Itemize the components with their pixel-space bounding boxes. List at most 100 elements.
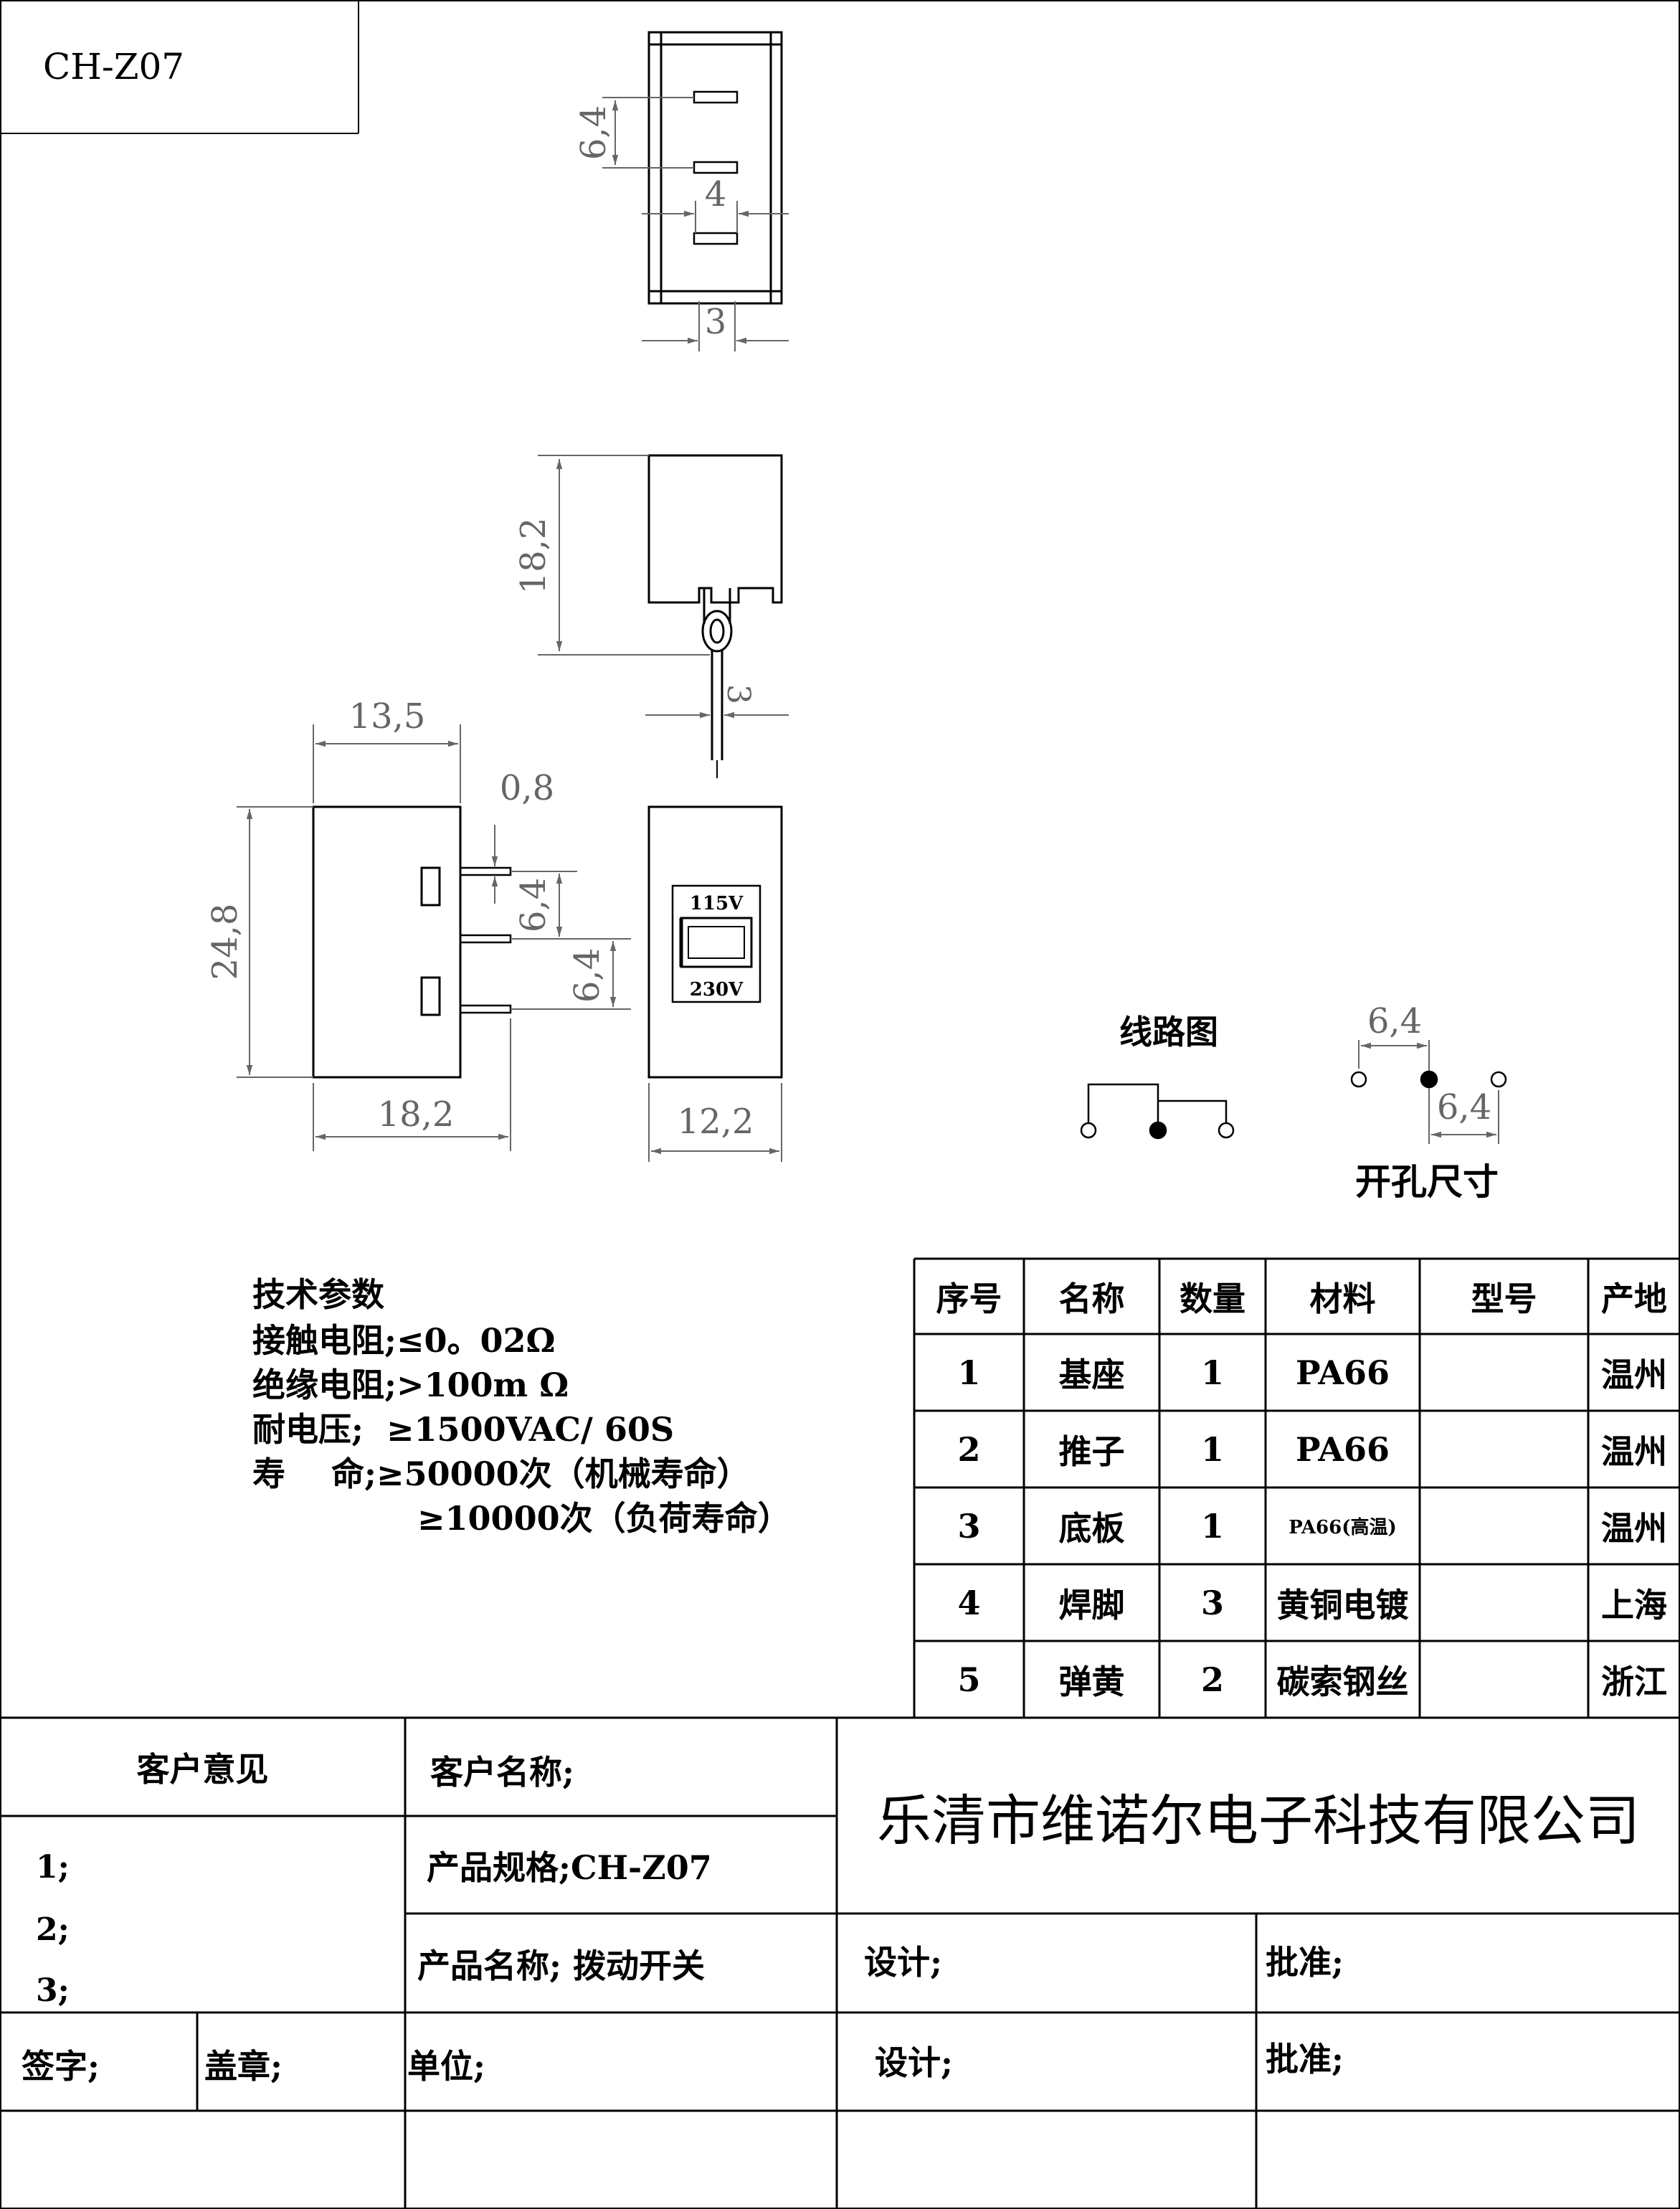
bom-row-5-model — [1420, 1641, 1588, 1718]
bom-row-2-origin: 温州 — [1601, 1432, 1667, 1471]
dim-hole-pitch-a: 6,4 — [1367, 1001, 1422, 1041]
side-view — [647, 454, 783, 778]
bom-row-3-no: 3 — [957, 1506, 981, 1546]
bom-row-3-origin: 温州 — [1601, 1508, 1667, 1548]
approve-label-2: 批准; — [1266, 2040, 1344, 2078]
hole-title: 开孔尺寸 — [1355, 1160, 1499, 1203]
seal-label: 盖章; — [204, 2047, 283, 2086]
front-pin-2 — [459, 934, 512, 944]
bom-row-4-no: 4 — [957, 1583, 981, 1622]
bom-header-name: 名称 — [1058, 1279, 1125, 1318]
circuit-terminal-right — [1218, 1122, 1235, 1139]
bom-row-2-model — [1420, 1411, 1588, 1487]
circuit-terminal-common — [1149, 1121, 1167, 1140]
bom-header-no: 序号 — [936, 1279, 1002, 1318]
hole-points — [1350, 1070, 1507, 1089]
switch-knob — [688, 926, 745, 959]
design-label-2: 设计; — [875, 2043, 953, 2082]
circuit-terminal-left — [1080, 1122, 1097, 1139]
dim-front-pitch-2: 6,4 — [567, 948, 607, 1003]
customer-name-label: 客户名称; — [430, 1753, 574, 1792]
unit-label: 单位; — [407, 2047, 485, 2086]
bom-row-5-name: 弹黄 — [1058, 1662, 1125, 1701]
bom-row-1-no: 1 — [957, 1353, 981, 1392]
bom-row-4-material: 黄铜电镀 — [1276, 1585, 1409, 1624]
bom-row-3-model — [1420, 1487, 1588, 1564]
product-spec-label: 产品规格;CH-Z07 — [427, 1848, 712, 1887]
bom-header-material: 材料 — [1309, 1279, 1376, 1318]
bom-row-1-origin: 温州 — [1601, 1355, 1667, 1394]
hole-left — [1350, 1071, 1367, 1088]
opinion-2: 2; — [36, 1911, 70, 1948]
front-view-dimensions — [237, 724, 631, 1151]
tech-line-3: 耐电压; ≥1500VAC/ 60S — [252, 1410, 675, 1449]
bom-row-5-no: 5 — [957, 1660, 981, 1699]
top-slot-1 — [693, 90, 739, 104]
bom-header-model: 型号 — [1471, 1279, 1537, 1318]
company-name: 乐清市维诺尔电子科技有限公司 — [877, 1788, 1640, 1853]
bom-row-3-material: PA66(高温) — [1289, 1517, 1397, 1538]
bom-row-5-qty: 2 — [1200, 1660, 1224, 1699]
top-view-dimensions — [602, 97, 789, 351]
bom-row-4-model — [1420, 1564, 1588, 1641]
design-label-1: 设计; — [864, 1943, 942, 1982]
opinion-3: 3; — [36, 1972, 70, 2009]
dim-front-height: 24,8 — [205, 904, 245, 980]
tech-line-2: 绝缘电阻;>100m Ω — [252, 1366, 569, 1404]
bom-header-origin: 产地 — [1601, 1279, 1667, 1318]
bom-row-1-name: 基座 — [1058, 1355, 1125, 1394]
bom-row-3-name: 底板 — [1058, 1508, 1125, 1548]
title-box: CH-Z07 — [0, 0, 359, 134]
switch-frame — [671, 884, 761, 1003]
sign-label: 签字; — [22, 2047, 100, 2086]
tech-line-5: ≥10000次（负荷寿命） — [417, 1499, 791, 1538]
bom-row-5-origin: 浙江 — [1601, 1662, 1667, 1701]
bom-row-1-material: PA66 — [1296, 1353, 1390, 1392]
bom-header-qty: 数量 — [1180, 1279, 1245, 1318]
title-box-text: CH-Z07 — [43, 46, 184, 87]
dim-top-width-3: 3 — [705, 302, 727, 342]
dim-top-pitch: 6,4 — [574, 105, 614, 160]
dim-side-pin: 3 — [720, 684, 756, 704]
circuit-diagram — [1080, 1083, 1235, 1140]
dim-hole-pitch-b: 6,4 — [1437, 1087, 1491, 1127]
side-view-dimensions — [538, 455, 789, 719]
product-name-label: 产品名称; 拨动开关 — [417, 1947, 705, 1985]
dim-side-height: 18,2 — [513, 518, 554, 595]
tech-line-4: 寿 命;≥50000次（机械寿命） — [252, 1454, 750, 1493]
top-slot-3 — [693, 232, 739, 245]
bom-row-4-origin: 上海 — [1601, 1585, 1667, 1624]
circuit-title: 线路图 — [1119, 1013, 1218, 1051]
bom-row-2-no: 2 — [957, 1429, 981, 1469]
dim-front-pitch-1: 6,4 — [513, 878, 554, 932]
bom-row-4-name: 焊脚 — [1058, 1585, 1125, 1624]
opinion-1: 1; — [36, 1849, 70, 1886]
switch-label-upper: 115V — [690, 893, 744, 914]
dim-front-width-top: 13,5 — [349, 696, 426, 737]
bom-row-2-name: 推子 — [1058, 1432, 1125, 1471]
switch-label-lower: 230V — [690, 979, 744, 1001]
approve-label-1: 批准; — [1266, 1943, 1344, 1982]
title-block-grid — [0, 1716, 1680, 2209]
end-view-dimensions — [648, 1083, 782, 1162]
bom-row-1-qty: 1 — [1200, 1353, 1224, 1392]
bom-row-2-material: PA66 — [1296, 1429, 1390, 1469]
bom-row-5-material: 碳索钢丝 — [1276, 1662, 1409, 1701]
tech-line-1: 接触电阻;≤0。02Ω — [252, 1321, 556, 1360]
front-window-lower — [420, 976, 441, 1016]
dim-end-width: 12,2 — [678, 1102, 754, 1142]
hole-layout — [1358, 1040, 1499, 1144]
dim-front-pin-thk: 0,8 — [500, 768, 554, 808]
hole-center — [1420, 1070, 1438, 1089]
tech-title: 技术参数 — [252, 1275, 384, 1314]
front-pin-1 — [459, 866, 512, 876]
customer-opinion-label: 客户意见 — [136, 1749, 269, 1789]
front-window-upper — [420, 866, 441, 907]
top-slot-2 — [693, 161, 739, 174]
dim-front-depth: 18,2 — [378, 1094, 455, 1135]
bom-grid — [913, 1257, 1680, 1718]
bom-row-4-qty: 3 — [1200, 1583, 1224, 1622]
switch-slot — [680, 917, 753, 968]
front-view — [312, 805, 512, 1079]
